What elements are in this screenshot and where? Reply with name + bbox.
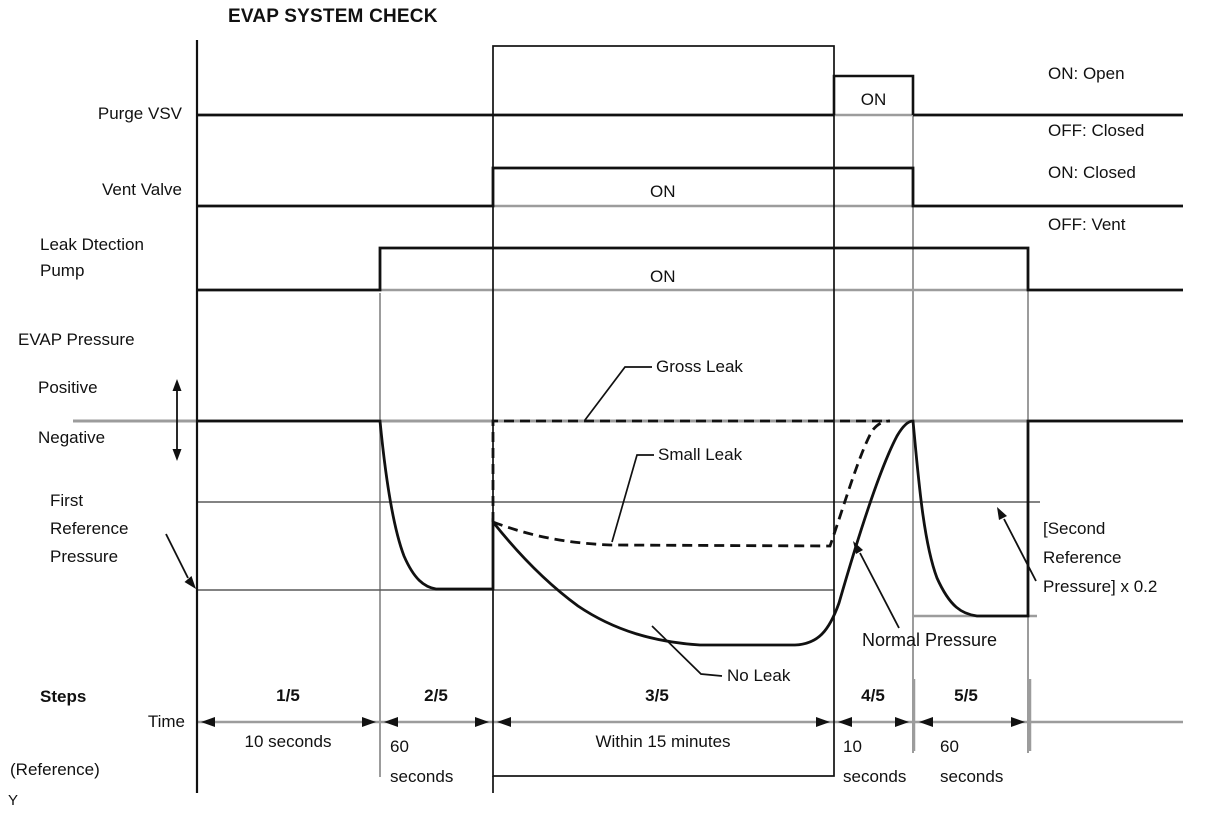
gross-leak-label: Gross Leak [656,357,743,376]
positive-negative-arrow [172,379,182,461]
step3-rectangle [492,45,835,777]
vent-valve-trace [197,166,1183,208]
step-5-time: 60 seconds [940,732,1003,792]
second-reference-label: [Second Reference Pressure] x 0.2 [1043,514,1157,601]
second-reference-line3: Pressure] x 0.2 [1043,577,1158,596]
first-reference-label: First Reference Pressure [50,487,128,571]
small-leak-label: Small Leak [658,445,743,464]
purge-vsv-label: Purge VSV [97,104,182,123]
leak-pump-trace [197,246,1183,292]
step-3-time: Within 15 minutes [595,732,731,751]
gross-leak-leader [584,366,652,421]
pump-on-label: ON [650,267,676,286]
no-leak-label: No Leak [727,666,791,685]
step-2-label: 2/5 [424,686,448,705]
first-reference-line1: First [50,491,84,510]
second-reference-line2: Reference [1043,548,1122,567]
small-leak-leader [611,454,654,543]
time-row-label: Time [147,712,185,731]
legend-vent-on: ON: Closed [1048,163,1136,182]
step-1-time: 10 seconds [244,732,332,751]
second-reference-line1: [Second [1043,519,1106,538]
step-5-time-line2: seconds [940,767,1004,786]
gross-leak-trace [491,419,890,522]
step-2-time: 60 seconds [390,732,453,792]
corner-mark: Y [8,792,19,809]
purge-pulse-on-label: ON [860,90,887,109]
normal-pressure-arrow [853,541,900,629]
steps-row-label: Steps [40,687,87,706]
step-2-time-line1: 60 [390,737,409,756]
positive-label: Positive [38,378,98,397]
second-reference-arrow [997,507,1037,582]
no-leak-leader [651,625,723,677]
step-3-label: 3/5 [645,686,669,705]
legend-vent-off: OFF: Vent [1048,215,1126,234]
leak-pump-label: Leak Dtection Pump [40,232,144,284]
small-leak-trace [492,419,891,548]
step-4-time-line1: 10 [843,737,862,756]
reference-row-label: (Reference) [10,760,100,779]
negative-label: Negative [38,428,106,447]
time-ruler-arrowheads [201,717,1025,727]
leak-pump-label-line1: Leak Dtection [40,235,144,254]
vent-valve-label: Vent Valve [101,180,182,199]
vent-on-label: ON [650,182,676,201]
leak-pump-label-line2: Pump [40,261,85,280]
legend-purge-on: ON: Open [1048,64,1125,83]
step-1-label: 1/5 [276,686,300,705]
first-reference-line3: Pressure [50,547,119,566]
step-4-label: 4/5 [861,686,885,705]
evap-pressure-label: EVAP Pressure [18,330,135,349]
step-4-time: 10 seconds [843,732,906,792]
legend-purge-off: OFF: Closed [1048,121,1145,140]
step-2-time-line2: seconds [390,767,454,786]
step-4-time-line2: seconds [843,767,907,786]
purge-on-pulse [832,74,915,115]
evap-pressure-trace [197,419,1183,647]
step-5-label: 5/5 [954,686,978,705]
first-reference-arrow [165,533,196,589]
first-reference-line2: Reference [50,519,129,538]
page-title: EVAP SYSTEM CHECK [228,6,438,27]
step-5-time-line1: 60 [940,737,959,756]
normal-pressure-label: Normal Pressure [862,630,998,650]
